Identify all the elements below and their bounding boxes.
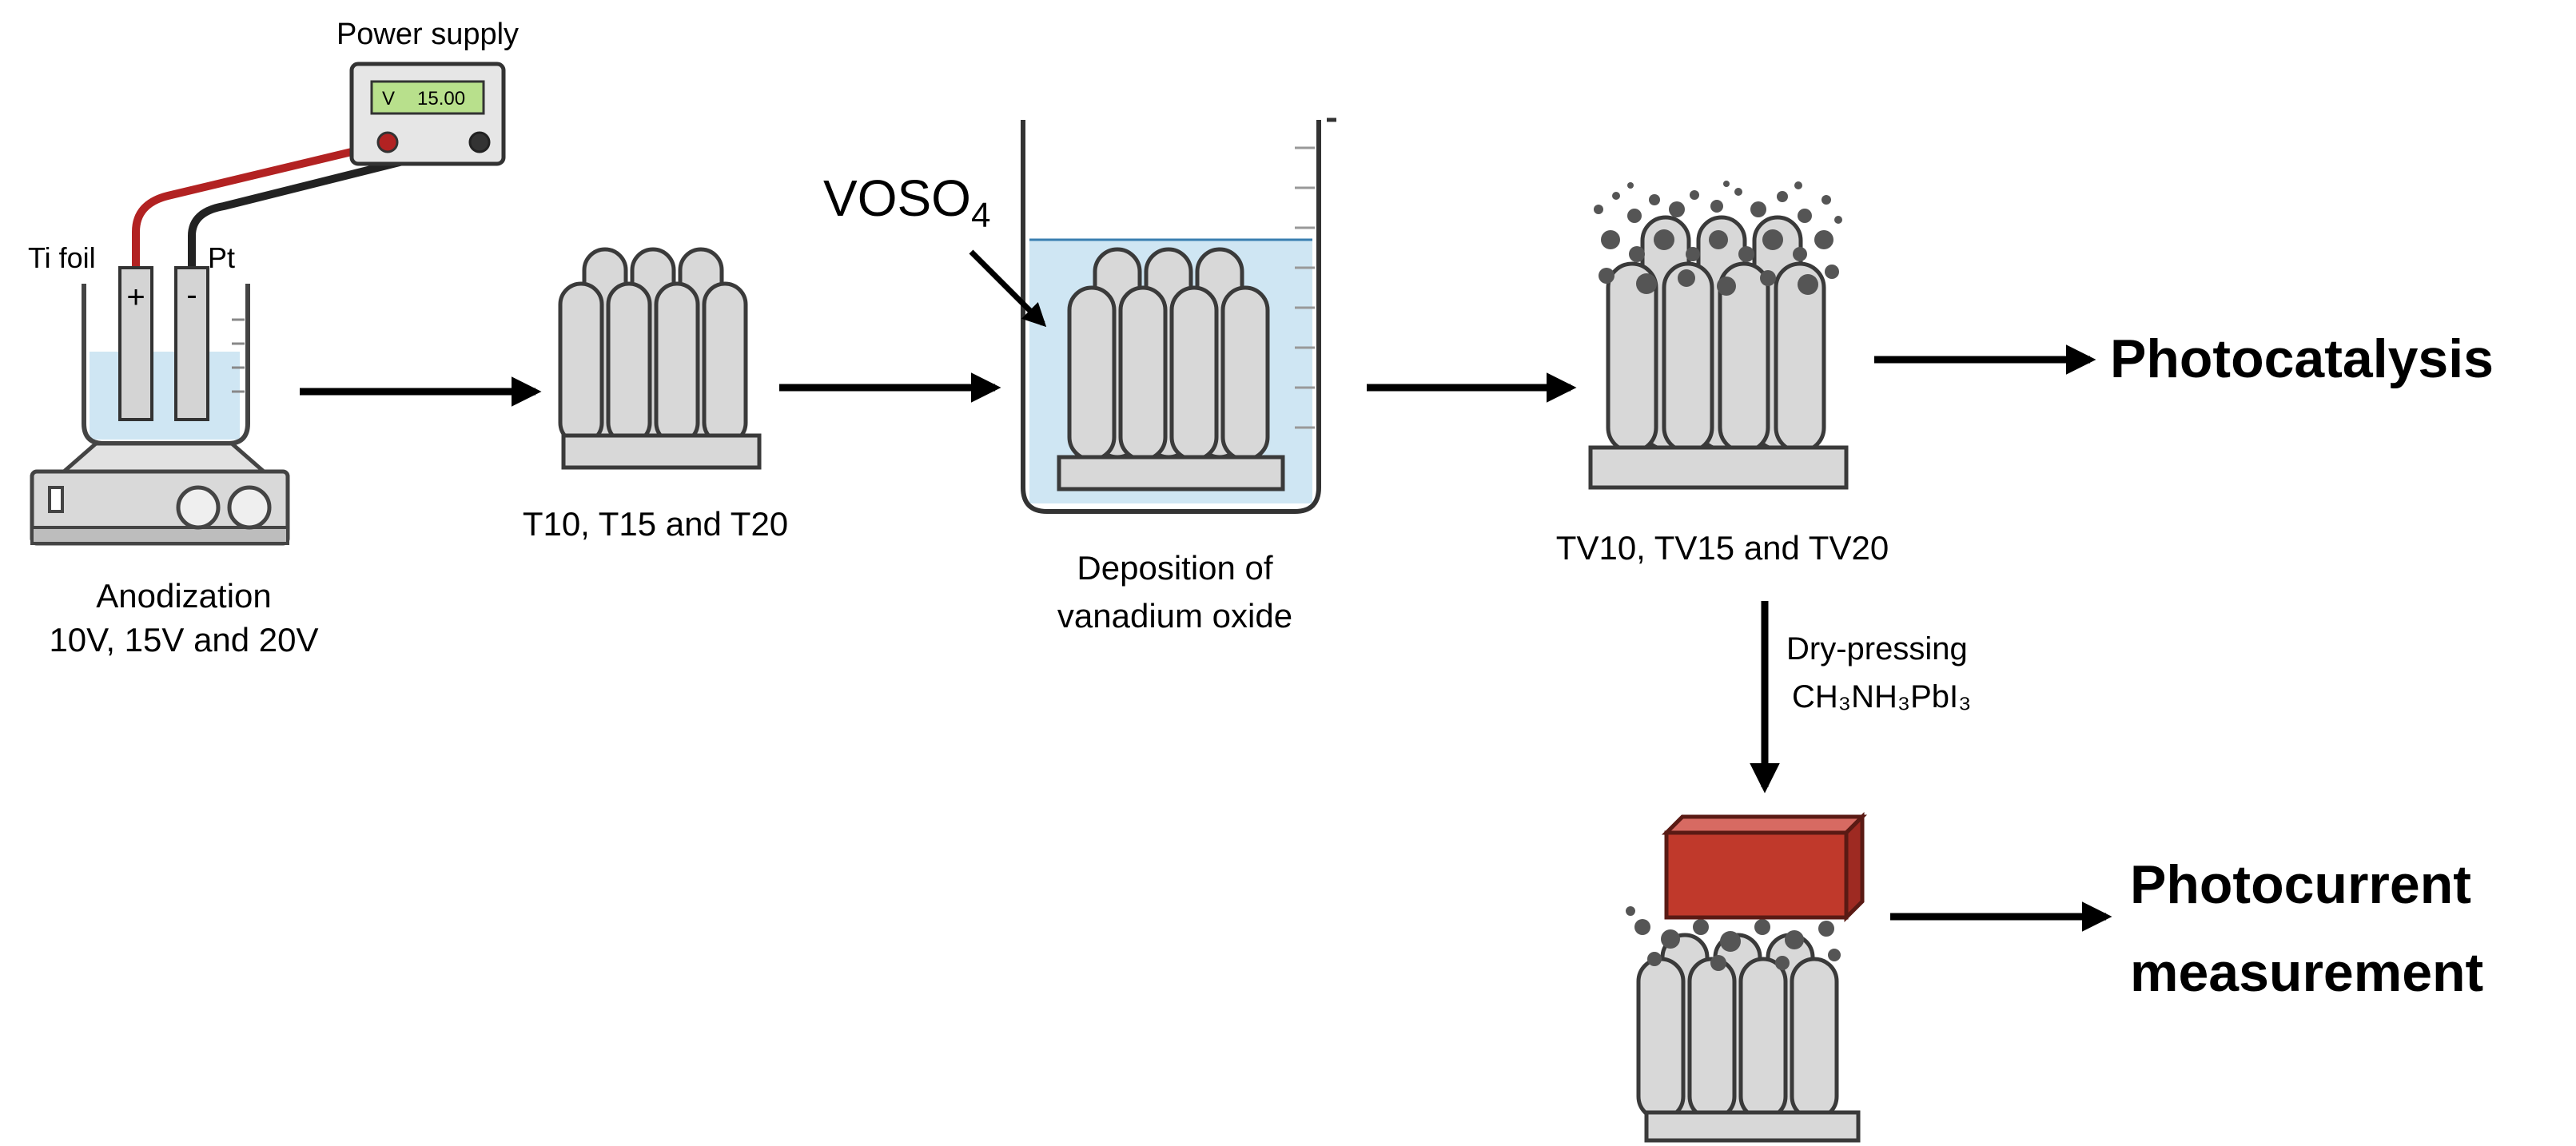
- anodization-solution: [90, 352, 240, 440]
- pt-electrode: [174, 266, 209, 421]
- tv-substrate: [1588, 445, 1849, 490]
- stirrer-switch: [48, 486, 64, 513]
- plus-sign: +: [126, 280, 145, 315]
- anodization-setup: V 15.00 Power supply + - Ti foil Pt Anod: [28, 18, 519, 659]
- anodization-label: Anodization: [96, 577, 272, 615]
- vanadium-deposition: VOSO4 Deposition of vanadium oxide: [823, 117, 1336, 635]
- perovskite-device: [1626, 811, 1868, 1143]
- black-wire: [188, 138, 481, 272]
- display-unit: V: [382, 88, 395, 109]
- drypress-label-line1: Dry-pressing: [1786, 631, 1968, 667]
- ti-foil-electrode: [118, 266, 153, 421]
- deposition-substrate: [1057, 455, 1285, 491]
- deposition-beaker: [1021, 120, 1321, 514]
- ti-substrate: [561, 433, 762, 470]
- tv-label: TV10, TV15 and TV20: [1556, 529, 1889, 567]
- stirrer-knob-1: [176, 485, 221, 530]
- red-wire: [132, 138, 393, 272]
- positive-terminal: [376, 131, 399, 153]
- power-supply-display: [370, 80, 485, 115]
- stirrer-knob-2: [227, 485, 272, 530]
- ti-foil-label: Ti foil: [28, 241, 96, 274]
- power-supply-title: Power supply: [336, 18, 519, 51]
- device-particles: [1626, 906, 1851, 971]
- photocurrent-label-line2: measurement: [2130, 942, 2483, 1003]
- pt-label: Pt: [208, 241, 235, 274]
- drypress-label-line2: CH₃NH₃PbI₃: [1792, 679, 1971, 714]
- tio2-nanotubes: T10, T15 and T20: [523, 247, 788, 543]
- device-substrate: [1644, 1110, 1861, 1143]
- tv-nanotubes: TV10, TV15 and TV20: [1556, 181, 1889, 567]
- voso4-pointer-arrow: [969, 249, 1047, 328]
- tio2-label: T10, T15 and T20: [523, 505, 788, 543]
- perovskite-block: [1661, 811, 1868, 923]
- negative-terminal: [468, 131, 491, 153]
- power-supply: V 15.00: [349, 62, 506, 166]
- photocurrent-label-line1: Photocurrent: [2130, 854, 2471, 915]
- precursor-subscript: 4: [971, 196, 990, 235]
- stirrer-hotplate: [30, 441, 290, 546]
- precursor-main: VOSO: [823, 169, 971, 227]
- deposition-label-line2: vanadium oxide: [1057, 597, 1292, 635]
- display-value: 15.00: [417, 88, 465, 109]
- vanadium-oxide-particles: [1594, 181, 1842, 296]
- precursor-label: VOSO4: [823, 169, 990, 235]
- photocatalysis-label: Photocatalysis: [2110, 328, 2494, 389]
- minus-sign: -: [186, 277, 197, 312]
- anodization-voltages: 10V, 15V and 20V: [49, 621, 318, 659]
- deposition-label-line1: Deposition of: [1077, 549, 1272, 587]
